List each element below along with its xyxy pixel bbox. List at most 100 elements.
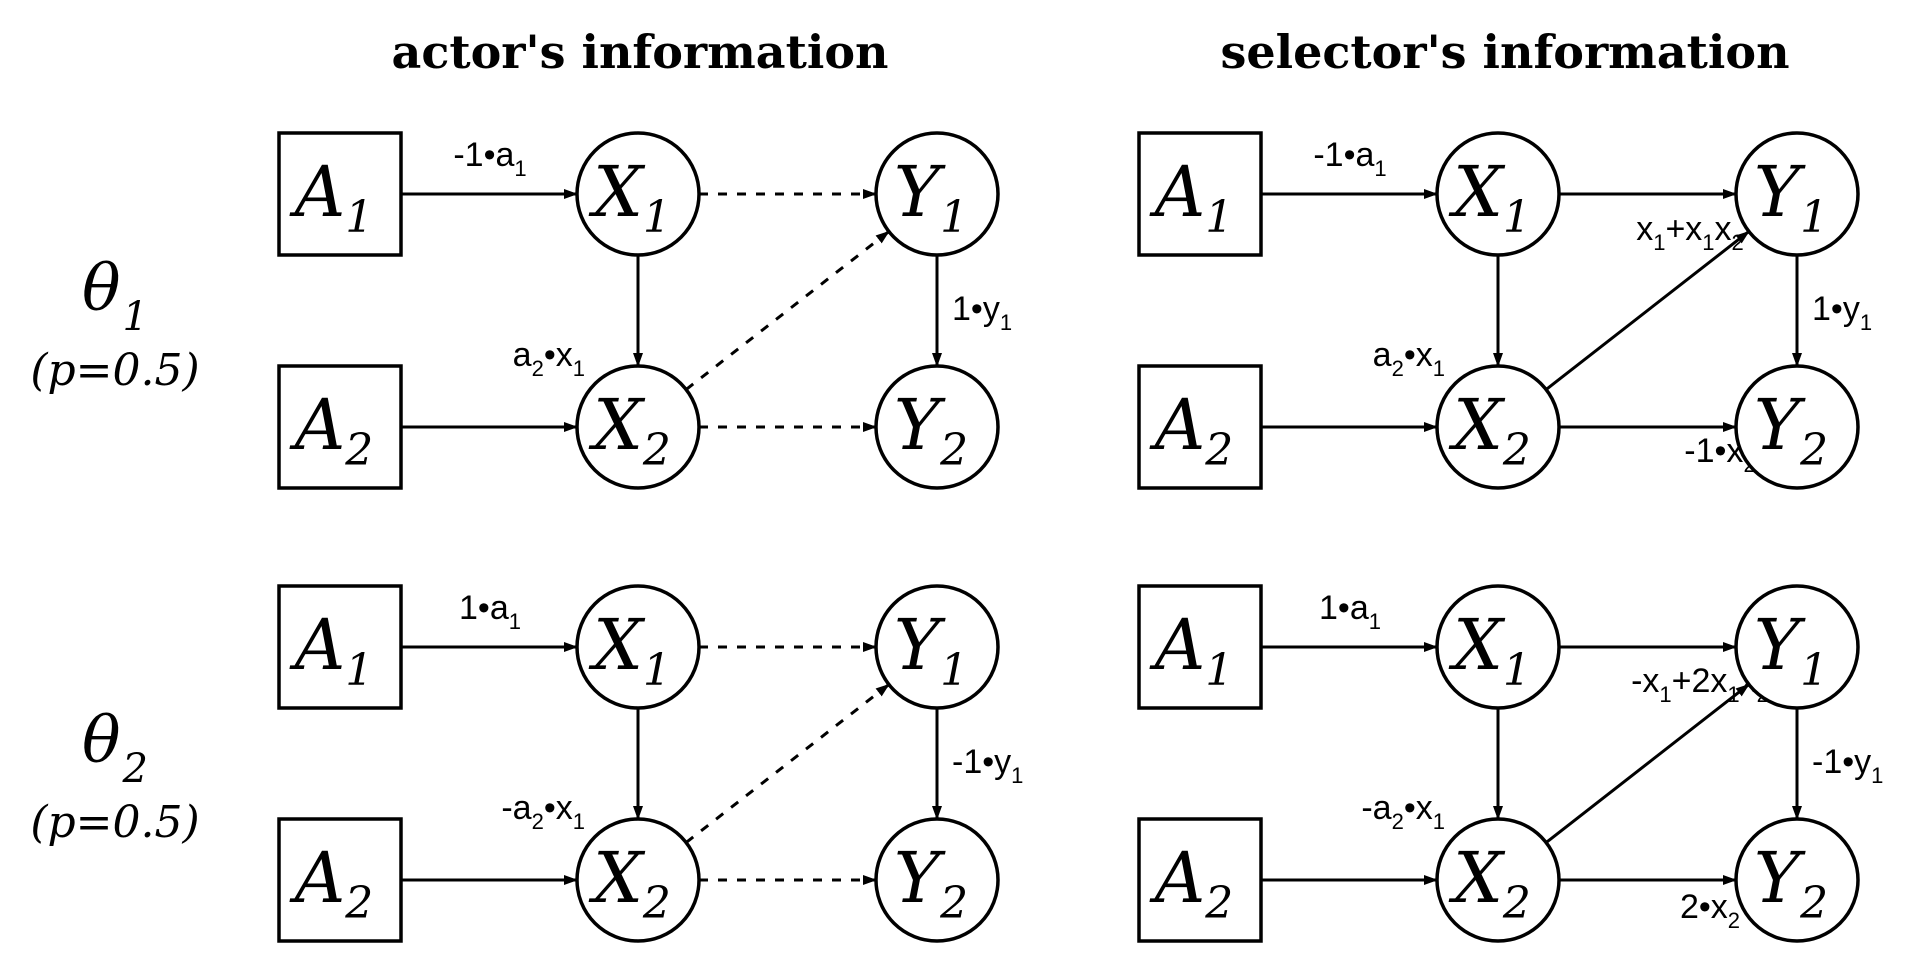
node-circle bbox=[874, 364, 1000, 490]
edge-x2-y1 bbox=[685, 683, 890, 844]
node-label: X2 bbox=[588, 837, 671, 929]
node-x1: X1 bbox=[1435, 584, 1561, 710]
node-label: Y1 bbox=[894, 604, 968, 696]
edge-x2-y1 bbox=[1545, 230, 1750, 391]
node-label: Y1 bbox=[1754, 151, 1828, 243]
edge-label-x1-x2: -a2•x1 bbox=[501, 789, 585, 834]
node-label: X2 bbox=[1448, 384, 1531, 476]
node-circle bbox=[874, 817, 1000, 943]
node-label: A1 bbox=[1149, 151, 1234, 243]
node-box bbox=[1137, 131, 1263, 257]
node-circle bbox=[1734, 364, 1860, 490]
node-y2: Y2 bbox=[874, 364, 1000, 490]
node-label: A2 bbox=[1149, 384, 1234, 476]
probability-label: (p=0.5) bbox=[30, 345, 199, 396]
node-label: Y2 bbox=[894, 384, 968, 476]
edge-label-a1-x1: 1•a1 bbox=[459, 589, 521, 634]
edge-label-x1-x2: a2•x1 bbox=[1373, 336, 1445, 381]
node-x2: X2 bbox=[575, 364, 701, 490]
node-label: X2 bbox=[1448, 837, 1531, 929]
node-a2: A2 bbox=[277, 817, 403, 943]
node-label: A1 bbox=[289, 151, 374, 243]
edge-label-x2-y2: -1•x2 bbox=[1684, 432, 1755, 477]
node-box bbox=[1137, 364, 1263, 490]
node-label: A2 bbox=[289, 837, 374, 929]
probability-label: (p=0.5) bbox=[30, 797, 199, 848]
node-circle bbox=[575, 131, 701, 257]
theta-symbol: θ bbox=[82, 704, 121, 778]
node-box bbox=[277, 364, 403, 490]
node-label: X1 bbox=[588, 151, 671, 243]
theta-subscript: 2 bbox=[122, 746, 148, 792]
node-a1: A1 bbox=[1137, 584, 1263, 710]
node-label: Y2 bbox=[1754, 837, 1828, 929]
node-circle bbox=[1435, 817, 1561, 943]
node-a1: A1 bbox=[1137, 131, 1263, 257]
edge-label-y1-y2: 1•y1 bbox=[1812, 290, 1872, 335]
node-a1: A1 bbox=[277, 131, 403, 257]
node-label: X2 bbox=[588, 384, 671, 476]
node-label: A1 bbox=[289, 604, 374, 696]
row-label-theta-1: θ1 (p=0.5) bbox=[30, 252, 199, 396]
node-box bbox=[277, 131, 403, 257]
node-a1: A1 bbox=[277, 584, 403, 710]
column-title-selector: selector's information bbox=[1220, 25, 1789, 79]
node-x1: X1 bbox=[1435, 131, 1561, 257]
edge-label-x2-y2: 2•x2 bbox=[1680, 888, 1740, 933]
edge-label-y1-y2: -1•y1 bbox=[952, 743, 1023, 788]
node-circle bbox=[1435, 131, 1561, 257]
node-y2: Y2 bbox=[1734, 364, 1860, 490]
node-circle bbox=[874, 131, 1000, 257]
row-label-theta-2: θ2 (p=0.5) bbox=[30, 704, 199, 848]
node-circle bbox=[1435, 584, 1561, 710]
node-a2: A2 bbox=[1137, 364, 1263, 490]
theta-subscript: 1 bbox=[123, 294, 148, 340]
node-label: Y1 bbox=[1754, 604, 1828, 696]
node-box bbox=[1137, 584, 1263, 710]
node-circle bbox=[874, 584, 1000, 710]
edge-label-y1-y2: 1•y1 bbox=[952, 290, 1012, 335]
node-box bbox=[1137, 817, 1263, 943]
node-a2: A2 bbox=[277, 364, 403, 490]
node-circle bbox=[1734, 817, 1860, 943]
node-box bbox=[277, 584, 403, 710]
node-x2: X2 bbox=[1435, 364, 1561, 490]
node-circle bbox=[1435, 364, 1561, 490]
node-x2: X2 bbox=[575, 817, 701, 943]
node-y1: Y1 bbox=[874, 131, 1000, 257]
node-circle bbox=[1734, 131, 1860, 257]
node-label: X1 bbox=[1448, 604, 1531, 696]
edge-label-a1-x1: -1•a1 bbox=[453, 136, 526, 181]
node-box bbox=[277, 817, 403, 943]
node-label: Y2 bbox=[894, 837, 968, 929]
node-x1: X1 bbox=[575, 584, 701, 710]
node-y1: Y1 bbox=[1734, 131, 1860, 257]
edge-label-x1-x2: a2•x1 bbox=[513, 336, 585, 381]
node-y2: Y2 bbox=[1734, 817, 1860, 943]
node-circle bbox=[575, 364, 701, 490]
edge-label-a1-x1: 1•a1 bbox=[1319, 589, 1381, 634]
node-label: A2 bbox=[1149, 837, 1234, 929]
edge-x2-y1 bbox=[685, 230, 890, 391]
edge-x2-y1 bbox=[1545, 683, 1750, 844]
node-label: Y2 bbox=[1754, 384, 1828, 476]
node-y2: Y2 bbox=[874, 817, 1000, 943]
node-label: X1 bbox=[1448, 151, 1531, 243]
node-label: Y1 bbox=[894, 151, 968, 243]
svg-text:θ2: θ2 bbox=[82, 704, 148, 792]
node-x1: X1 bbox=[575, 131, 701, 257]
node-a2: A2 bbox=[1137, 817, 1263, 943]
node-x2: X2 bbox=[1435, 817, 1561, 943]
theta-symbol: θ bbox=[82, 252, 121, 326]
node-label: A1 bbox=[1149, 604, 1234, 696]
node-y1: Y1 bbox=[874, 584, 1000, 710]
node-circle bbox=[1734, 584, 1860, 710]
node-circle bbox=[575, 817, 701, 943]
column-title-actor: actor's information bbox=[392, 25, 889, 79]
node-label: X1 bbox=[588, 604, 671, 696]
